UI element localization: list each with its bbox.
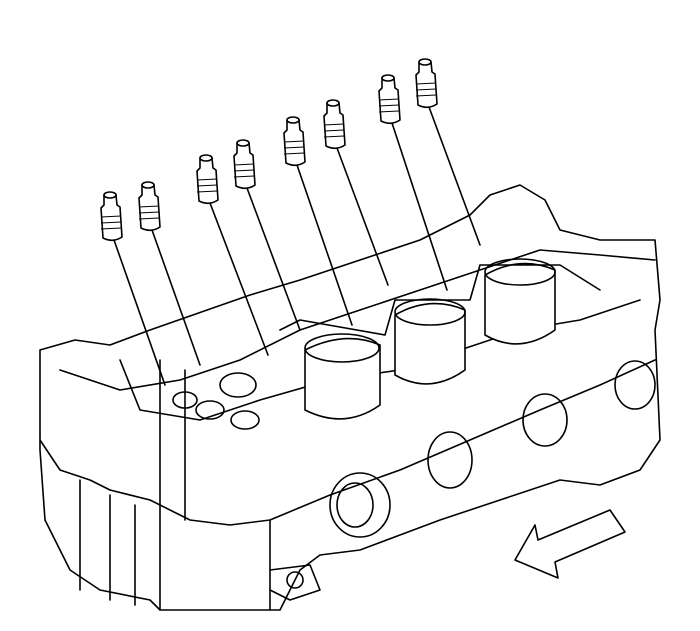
valve-lifter: [138, 181, 201, 366]
valve-lifter: [100, 191, 166, 386]
valve-lifter: [378, 74, 448, 291]
valve-lifter: [233, 139, 301, 331]
valve-lifters: [100, 58, 481, 386]
valve-lifter: [196, 154, 269, 356]
valve-lifter: [323, 99, 389, 286]
arrow-left-down-icon: [514, 509, 626, 579]
valve-lifter: [283, 116, 353, 326]
valve-lifter: [415, 58, 481, 246]
cam-journals: [279, 258, 601, 420]
